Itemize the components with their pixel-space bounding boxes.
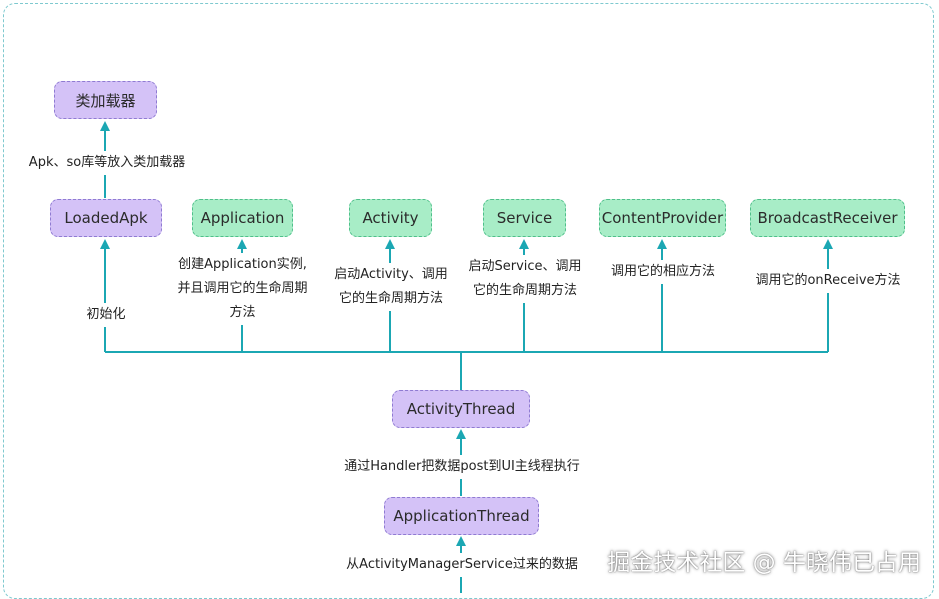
- label-provider: 调用它的相应方法: [603, 260, 723, 284]
- label-receiver: 调用它的onReceive方法: [751, 269, 905, 293]
- node-loadedapk: LoadedApk: [50, 199, 162, 237]
- label-application-block: 创建Application实例, 并且调用它的生命周期 方法: [170, 253, 315, 325]
- label-init: 初始化: [81, 303, 131, 327]
- node-class-loader: 类加载器: [54, 81, 157, 119]
- label-application-line2: 并且调用它的生命周期: [170, 277, 315, 301]
- label-application-line3: 方法: [170, 301, 315, 325]
- label-service-block: 启动Service、调用 它的生命周期方法: [465, 255, 585, 303]
- node-applicationthread: ApplicationThread: [384, 497, 539, 535]
- label-application-line1: 创建Application实例,: [170, 253, 315, 277]
- node-service: Service: [483, 199, 566, 237]
- node-activitythread: ActivityThread: [392, 390, 530, 428]
- node-contentprovider: ContentProvider: [599, 199, 726, 237]
- label-service-line1: 启动Service、调用: [465, 255, 585, 279]
- node-application: Application: [192, 199, 293, 237]
- watermark: 掘金技术社区 @ 牛晓伟已占用: [607, 550, 921, 576]
- label-apk-to-loader: Apk、so库等放入类加载器: [24, 151, 190, 175]
- node-activity: Activity: [349, 199, 432, 237]
- node-broadcastreceiver: BroadcastReceiver: [750, 199, 905, 237]
- label-service-line2: 它的生命周期方法: [465, 279, 585, 303]
- label-activity-block: 启动Activity、调用 它的生命周期方法: [330, 263, 452, 311]
- label-from-ams: 从ActivityManagerService过来的数据: [344, 553, 580, 577]
- label-activity-line1: 启动Activity、调用: [330, 263, 452, 287]
- label-handler-post: 通过Handler把数据post到UI主线程执行: [338, 455, 586, 479]
- label-activity-line2: 它的生命周期方法: [330, 287, 452, 311]
